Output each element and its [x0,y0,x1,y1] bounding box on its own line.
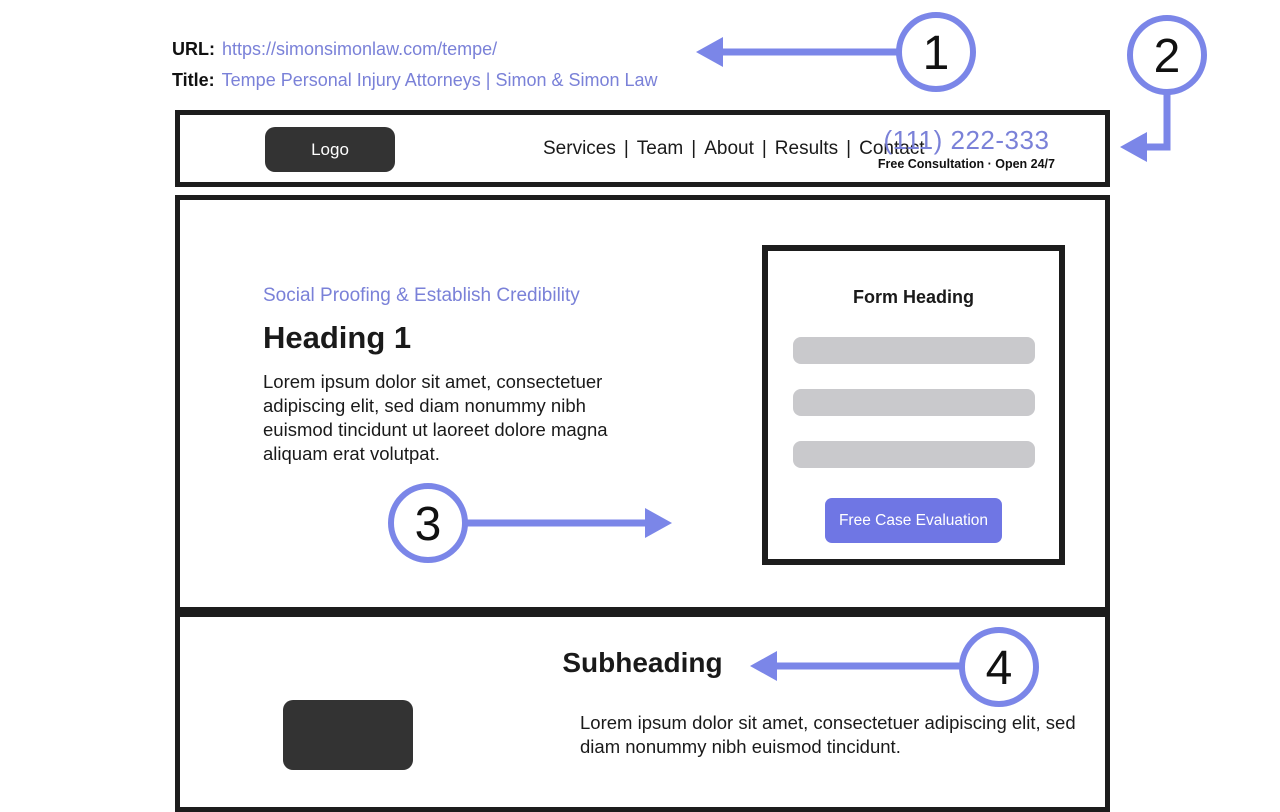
nav-item-contact[interactable]: Contact [859,137,925,159]
main-nav: Services | Team | About | Results | Cont… [538,115,930,182]
logo[interactable]: Logo [265,127,395,172]
image-placeholder [283,700,413,770]
nav-item-results[interactable]: Results [774,137,839,159]
subheading: Subheading [562,647,723,678]
annotation-number-1: 1 [922,27,950,80]
form-field-placeholder[interactable] [793,337,1035,364]
second-section-body-text: Lorem ipsum dolor sit amet, consectetuer… [580,712,1076,758]
nav-separator: | [846,137,852,159]
page-meta: URL: https://simonsimonlaw.com/tempe/ Tit… [172,34,658,96]
hero-heading: Heading 1 [263,320,412,355]
phone-number[interactable]: (111) 222-333 [883,125,1050,155]
hero-eyebrow: Social Proofing & Establish Credibility [263,285,580,306]
title-row: Title: Tempe Personal Injury Attorneys | … [172,65,658,96]
second-section: Subheading Lorem ipsum dolor sit amet, c… [175,612,1110,812]
phone-subtext: Free Consultation · Open 24/7 [877,157,1055,171]
nav-separator: | [761,137,767,159]
url-link[interactable]: https://simonsimonlaw.com/tempe/ [222,39,498,59]
annotation-arrow-1 [696,12,976,92]
hero-body-text: Lorem ipsum dolor sit amet, consectetuer… [263,371,608,465]
free-case-evaluation-button[interactable]: Free Case Evaluation [825,498,1002,543]
url-row: URL: https://simonsimonlaw.com/tempe/ [172,34,658,65]
phone-block: (111) 222-333 Free Consultation · Open 2… [878,125,1055,171]
nav-separator: | [623,137,629,159]
title-label: Title: [172,70,215,90]
site-header: Logo Services | Team | About | Results |… [175,110,1110,187]
nav-item-services[interactable]: Services [543,137,616,159]
lead-form-card: Form Heading Free Case Evaluation [762,245,1065,565]
page-title: Tempe Personal Injury Attorneys | Simon … [221,70,658,90]
nav-separator: | [691,137,697,159]
url-label: URL: [172,39,215,59]
annotation-number-2: 2 [1153,30,1181,83]
form-field-placeholder[interactable] [793,389,1035,416]
annotation-arrow-2 [1120,15,1207,162]
form-fields [793,337,1035,493]
hero-section: Social Proofing & Establish Credibility … [175,195,1110,612]
nav-item-about[interactable]: About [704,137,754,159]
form-heading: Form Heading [852,287,974,307]
form-field-placeholder[interactable] [793,441,1035,468]
nav-item-team[interactable]: Team [636,137,684,159]
